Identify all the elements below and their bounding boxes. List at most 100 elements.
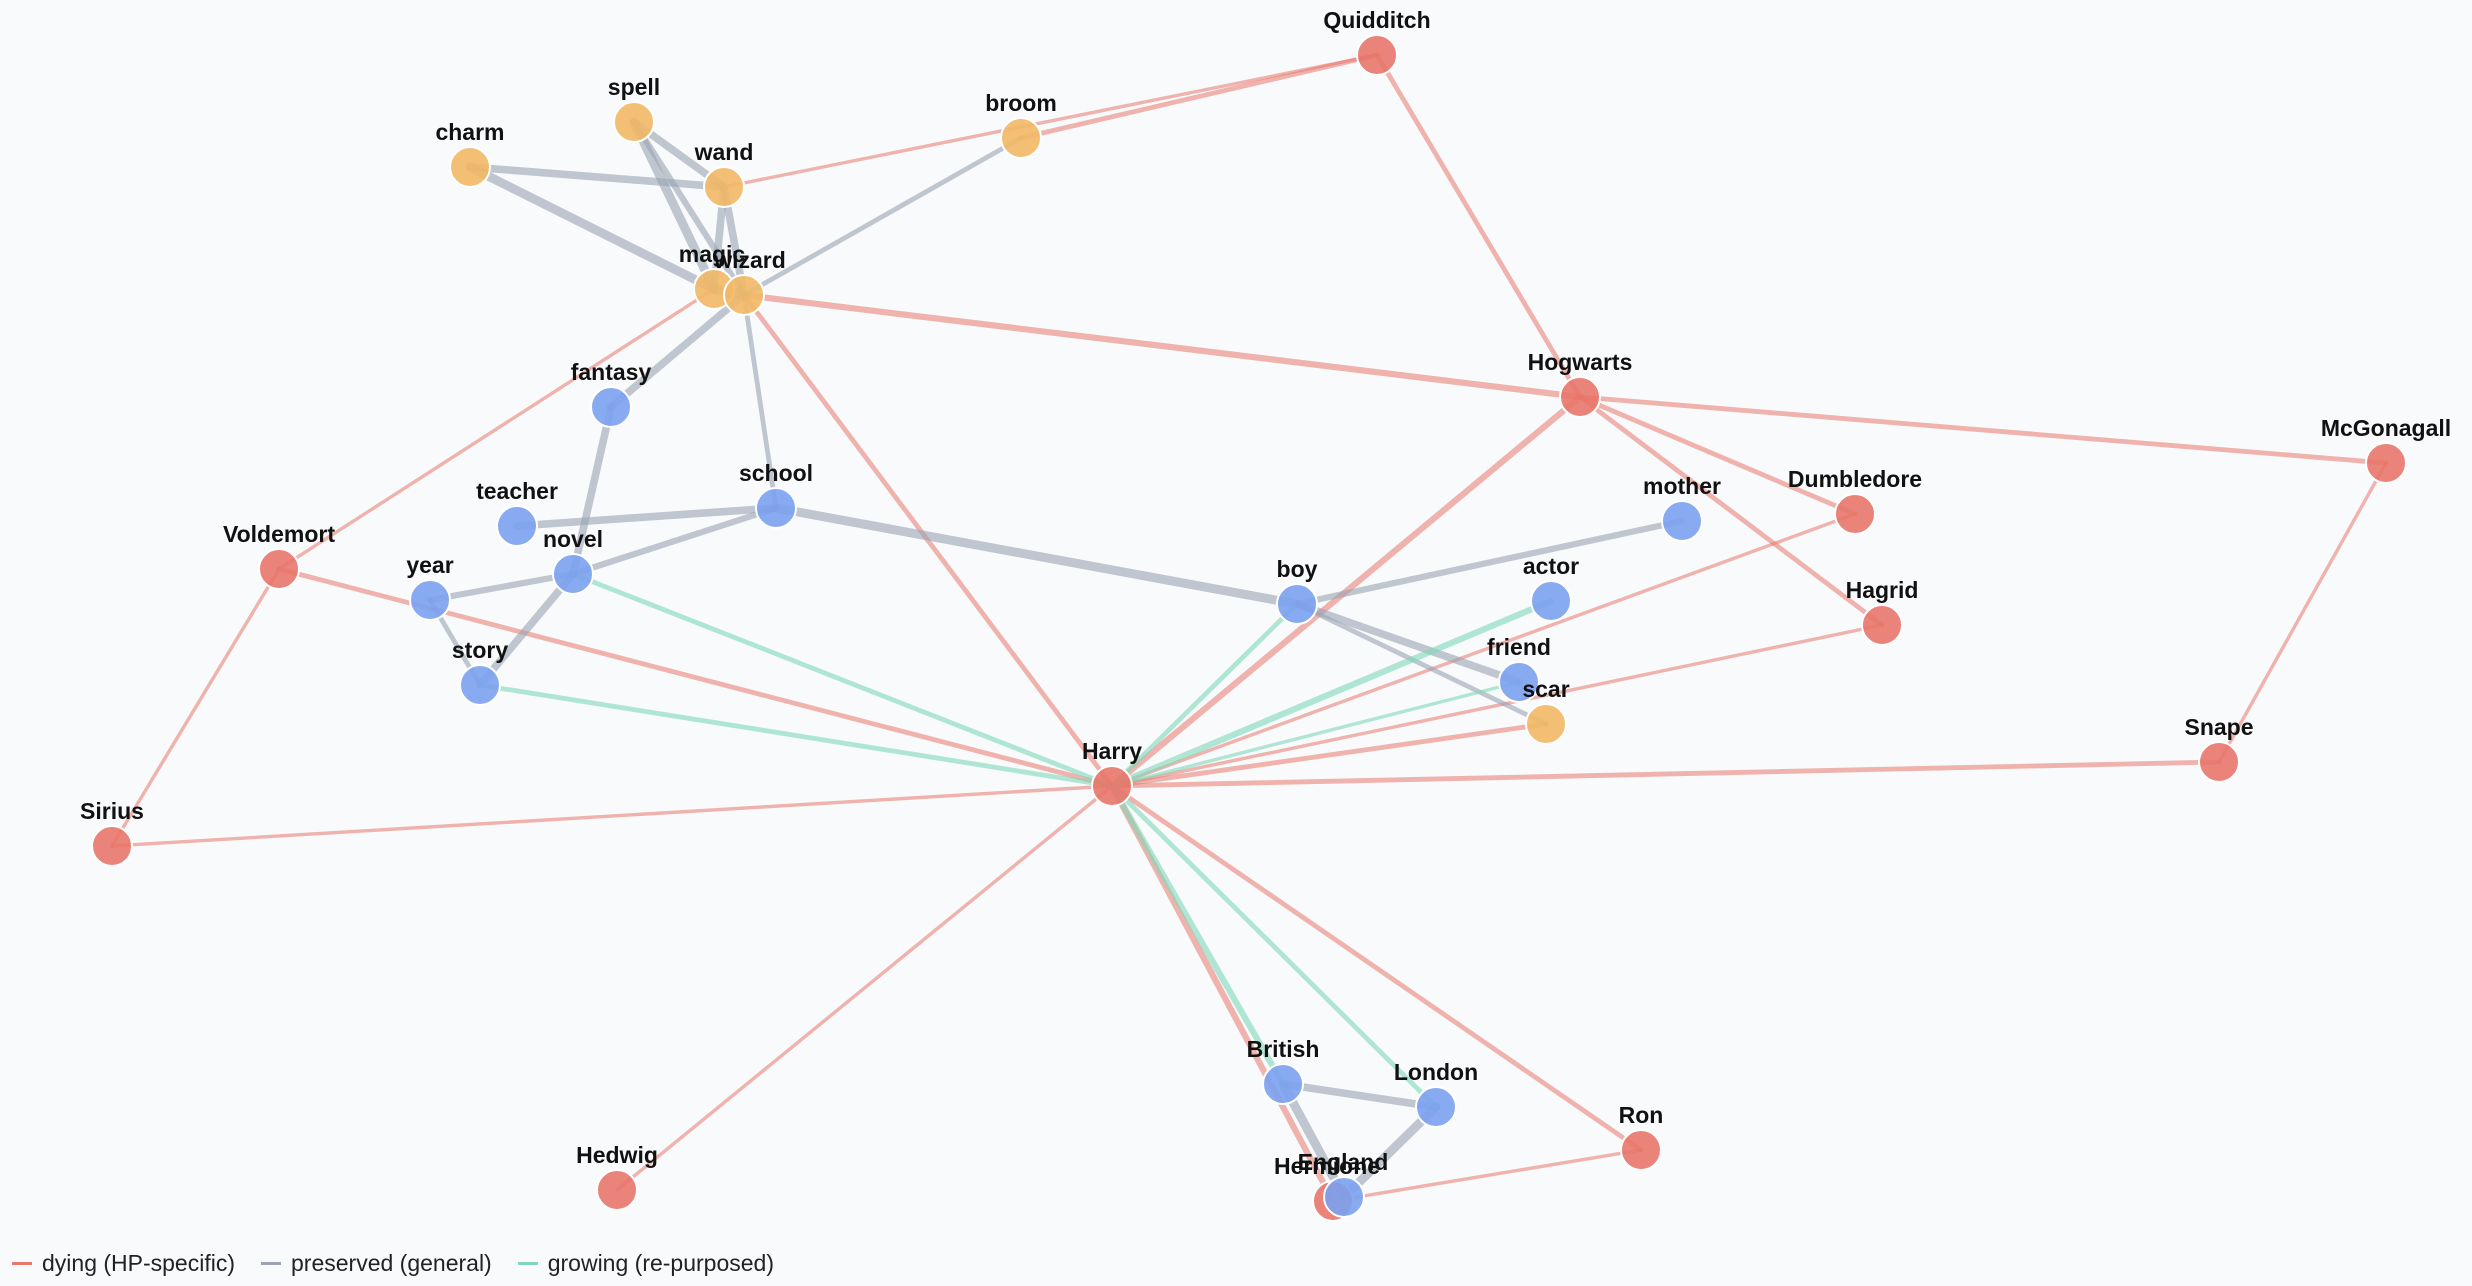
edge-Harry-London	[1109, 783, 1439, 1110]
node-sirius[interactable]: Sirius	[80, 798, 144, 867]
node-circle[interactable]	[1661, 500, 1703, 542]
node-circle[interactable]	[2198, 741, 2240, 783]
node-circle[interactable]	[459, 664, 501, 706]
node-circle[interactable]	[409, 579, 451, 621]
node-circle[interactable]	[596, 1169, 638, 1211]
node-circle[interactable]	[1834, 493, 1876, 535]
edge-wizard-fantasy	[607, 291, 748, 411]
edge-wizard-school	[741, 292, 779, 511]
edge-boy-scar	[1294, 601, 1549, 727]
edge-Harry-story	[477, 682, 1115, 789]
node-england[interactable]: England	[1298, 1149, 1389, 1218]
node-circle[interactable]	[613, 101, 655, 143]
edge-Voldemort-Sirius	[110, 567, 281, 848]
node-teacher[interactable]: teacher	[476, 478, 558, 547]
node-label: Ron	[1619, 1102, 1664, 1128]
node-spell[interactable]: spell	[608, 74, 660, 143]
node-hagrid[interactable]: Hagrid	[1846, 577, 1919, 646]
node-school[interactable]: school	[739, 460, 813, 529]
node-snape[interactable]: Snape	[2184, 714, 2254, 783]
node-mother[interactable]: mother	[1643, 473, 1721, 542]
node-hogwarts[interactable]: Hogwarts	[1528, 349, 1633, 418]
edge-Harry-Hagrid	[1110, 623, 1884, 788]
node-london[interactable]: London	[1394, 1059, 1478, 1128]
node-mcgonagall[interactable]: McGonagall	[2321, 415, 2451, 484]
node-wand[interactable]: wand	[694, 139, 754, 208]
node-label: spell	[608, 74, 660, 100]
node-harry[interactable]: Harry	[1082, 738, 1142, 807]
edge-Harry-Sirius	[110, 784, 1114, 848]
node-circle[interactable]	[590, 386, 632, 428]
node-circle[interactable]	[1530, 580, 1572, 622]
edge-charm-magic	[465, 162, 719, 294]
node-label: novel	[543, 526, 603, 552]
node-circle[interactable]	[91, 825, 133, 867]
edge-Harry-actor	[1108, 597, 1555, 790]
node-label: wand	[694, 139, 754, 165]
node-circle[interactable]	[1415, 1086, 1457, 1128]
node-dumbledore[interactable]: Dumbledore	[1788, 466, 1922, 535]
node-circle[interactable]	[755, 487, 797, 529]
node-label: year	[406, 552, 453, 578]
nodes-layer: Quidditch spell charm broom wand magicwizardH…	[80, 7, 2451, 1222]
node-voldemort[interactable]: Voldemort	[223, 521, 335, 590]
legend: dying (HP-specific) preserved (general) …	[12, 1248, 774, 1278]
node-circle[interactable]	[1498, 661, 1540, 703]
node-circle[interactable]	[449, 146, 491, 188]
edge-boy-mother	[1293, 517, 1686, 608]
edge-broom-wizard	[741, 135, 1024, 298]
edge-Harry-Ron	[1109, 783, 1644, 1153]
node-circle[interactable]	[1559, 376, 1601, 418]
node-circle[interactable]	[723, 274, 765, 316]
node-actor[interactable]: actor	[1523, 553, 1579, 622]
node-british[interactable]: British	[1247, 1036, 1320, 1105]
node-fantasy[interactable]: fantasy	[571, 359, 652, 428]
edge-Quidditch-broom	[1018, 52, 1380, 141]
edge-Harry-scar	[1109, 721, 1549, 789]
edge-Quidditch-Hogwarts	[1374, 52, 1583, 400]
node-label: Hermione	[1274, 1153, 1380, 1179]
node-label: Voldemort	[223, 521, 335, 547]
node-circle[interactable]	[496, 505, 538, 547]
node-label: McGonagall	[2321, 415, 2451, 441]
node-label: story	[452, 637, 508, 663]
node-circle[interactable]	[1861, 604, 1903, 646]
node-circle[interactable]	[258, 548, 300, 590]
node-label: magic	[679, 241, 746, 267]
node-label: actor	[1523, 553, 1579, 579]
edge-spell-magic	[629, 117, 719, 294]
node-friend[interactable]: friend	[1487, 634, 1551, 703]
edge-Harry-Dumbledore	[1110, 512, 1857, 788]
node-year[interactable]: year	[406, 552, 454, 621]
node-wizard[interactable]: wizard	[713, 247, 786, 316]
edge-British-London	[1279, 1080, 1440, 1111]
edge-charm-wand	[466, 163, 728, 191]
node-label: London	[1394, 1059, 1478, 1085]
node-circle[interactable]	[1525, 703, 1567, 745]
node-charm[interactable]: charm	[435, 119, 505, 188]
node-label: mother	[1643, 473, 1721, 499]
node-circle[interactable]	[1000, 117, 1042, 159]
node-ron[interactable]: Ron	[1619, 1102, 1664, 1171]
node-circle[interactable]	[552, 553, 594, 595]
edge-Harry-friend	[1110, 680, 1521, 788]
node-circle[interactable]	[2365, 442, 2407, 484]
node-circle[interactable]	[703, 166, 745, 208]
node-label: charm	[435, 119, 504, 145]
edge-Ron-Hermione	[1331, 1148, 1643, 1203]
node-quidditch[interactable]: Quidditch	[1323, 7, 1431, 76]
node-circle[interactable]	[1323, 1176, 1365, 1218]
node-label: broom	[985, 90, 1057, 116]
node-circle[interactable]	[1262, 1063, 1304, 1105]
node-circle[interactable]	[1276, 583, 1318, 625]
node-circle[interactable]	[1356, 34, 1398, 76]
edge-Hogwarts-Dumbledore	[1577, 394, 1858, 517]
node-scar[interactable]: scar	[1522, 676, 1570, 745]
node-circle[interactable]	[1620, 1129, 1662, 1171]
node-novel[interactable]: novel	[543, 526, 603, 595]
node-boy[interactable]: boy	[1276, 556, 1318, 625]
node-story[interactable]: story	[452, 637, 508, 706]
node-broom[interactable]: broom	[985, 90, 1057, 159]
node-hedwig[interactable]: Hedwig	[576, 1142, 658, 1211]
node-circle[interactable]	[1091, 765, 1133, 807]
